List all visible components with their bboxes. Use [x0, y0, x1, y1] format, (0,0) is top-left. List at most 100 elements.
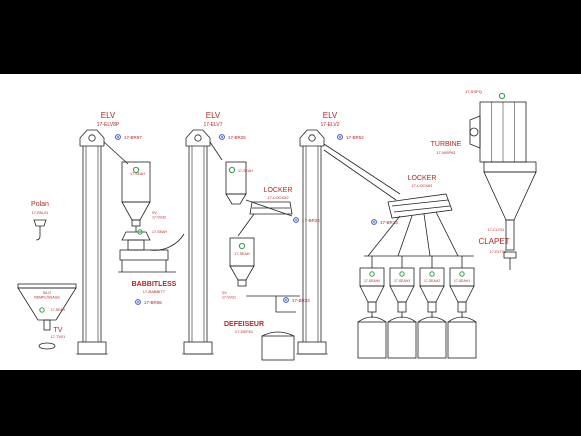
feed-line-3 — [423, 213, 431, 257]
br97-code: 17-BR97 — [124, 135, 142, 140]
bin-1-cone — [121, 201, 151, 221]
bin-3-level-icon — [238, 242, 246, 250]
seah-d-code: 17-SEAH — [235, 252, 250, 256]
locker1-code: 17-LOCK52 — [267, 195, 289, 200]
elt02-code: 17-ELT02 — [490, 250, 506, 254]
bin-3-cone — [229, 265, 255, 281]
hopper-4-bag — [447, 321, 477, 359]
silo-label: SILO — [43, 291, 51, 295]
hopper-2-level-icon — [399, 271, 405, 277]
elv2-code: 17-ELV7 — [203, 122, 222, 128]
hopper-4-spout — [457, 301, 467, 313]
babbitless-body — [127, 239, 145, 251]
tv-label: TV — [54, 327, 63, 334]
br52-motor-icon — [337, 134, 343, 140]
seah-b-code: 17-SEAH — [238, 169, 253, 173]
elv1-code: 17-ELV8P — [97, 122, 120, 128]
bin-2-level-icon — [228, 166, 236, 174]
hopper-1-bag — [357, 321, 387, 359]
elevator-1-head — [79, 129, 105, 147]
defeiseur-bag — [261, 335, 295, 361]
elevator-2-pulley — [194, 134, 202, 142]
hopper-1-body — [359, 267, 385, 287]
br25-motor-icon — [219, 134, 225, 140]
locker2-code: 17-LOCK61 — [411, 183, 433, 188]
babbitless-feed — [149, 233, 185, 251]
chute-elv2 — [209, 141, 223, 161]
tv-code: 17-TV01 — [51, 335, 66, 339]
hopper-3-level-icon — [429, 271, 435, 277]
br97-motor-icon — [115, 134, 121, 140]
chute-elv3-a — [323, 143, 401, 195]
hopper-2-spout — [397, 301, 407, 313]
hopper-4-cone — [449, 285, 475, 303]
babbitless-label: BABBITLESS — [132, 281, 177, 288]
br25-code: 17-BR25 — [228, 135, 246, 140]
locker-1-drop — [237, 213, 255, 237]
turbine-fan — [469, 115, 481, 149]
seah-c-code: 17-SEAH — [152, 230, 167, 234]
hopper-4-body — [449, 267, 475, 287]
br66-code: 17-BR66 — [144, 300, 162, 305]
defeiseur-duct — [275, 296, 296, 313]
turbine-fan-wheel — [469, 127, 479, 137]
elevator-1-pulley — [88, 134, 96, 142]
chute-elv3-b — [323, 149, 397, 201]
sv-b-code-1: 17-SV31 — [222, 296, 236, 300]
cyclone-top — [483, 161, 537, 173]
hopper-3-cone — [419, 285, 445, 303]
br66-motor-icon — [135, 299, 141, 305]
hopper-2-code: 17-SEAH3 — [394, 279, 410, 283]
elevator-3-boot — [297, 341, 327, 355]
br33-motor-icon — [283, 297, 289, 303]
locker-2-mid-1 — [391, 199, 449, 207]
cyclone-pipe — [505, 219, 515, 251]
bin-1-body — [121, 161, 151, 203]
br97-motor-icon-center — [117, 136, 119, 138]
bin-1-level-icon — [132, 166, 140, 174]
silo-spout — [43, 319, 51, 331]
sv-a-code: SV — [152, 211, 157, 215]
turbine-code: 17-WSP81 — [436, 150, 456, 155]
locker-2-body — [387, 193, 453, 219]
feed-line-1 — [367, 215, 401, 257]
cyclone-cone — [483, 171, 537, 221]
babbitless-level-icon — [137, 229, 143, 235]
silo-level-icon — [39, 307, 45, 313]
bin-2-cone — [225, 193, 247, 205]
hopper-3-body — [419, 267, 445, 287]
silo-label-1: REMPLISSAGE — [34, 296, 60, 300]
polan-label: Polan — [31, 201, 49, 208]
hopper-1-cone — [359, 285, 385, 303]
br33-code: 17-BR33 — [292, 298, 310, 303]
polan-code: 17-PAL01 — [32, 211, 49, 215]
br13-motor-icon — [371, 219, 377, 225]
polan-hook — [35, 226, 41, 241]
elevator-2-boot — [183, 341, 213, 355]
feed-line-2 — [397, 215, 413, 257]
babbitless-top — [121, 231, 151, 241]
elv3-label: ELV — [323, 111, 338, 120]
defeiseur-label: DEFEISEUR — [224, 321, 264, 328]
hopper-3-spout — [427, 301, 437, 313]
locker-1-body — [249, 201, 293, 215]
tv-base — [38, 342, 56, 350]
bin-1-valve — [131, 219, 141, 227]
bin-3-valve — [237, 279, 247, 287]
turbine-label: TURBINE — [431, 141, 462, 148]
elevator-1-boot — [77, 341, 107, 355]
feed-line-4 — [435, 211, 459, 257]
sspq-code: 17-SSPQ — [465, 89, 482, 94]
elv2-label: ELV — [206, 111, 221, 120]
babbitless-code: 17-BABBITT — [143, 289, 166, 294]
br25-motor-icon-center — [221, 136, 223, 138]
hopper-2-cone — [389, 285, 415, 303]
br13-code: 17-BR13 — [380, 220, 398, 225]
hopper-4-level-icon — [459, 271, 465, 277]
defeiseur-bag-top — [261, 331, 295, 337]
sv-b-code: SV — [222, 291, 227, 295]
hopper-1-level-icon — [369, 271, 375, 277]
elevator-3-head — [299, 129, 325, 147]
elv3-code: 17-ELV2 — [320, 122, 339, 128]
